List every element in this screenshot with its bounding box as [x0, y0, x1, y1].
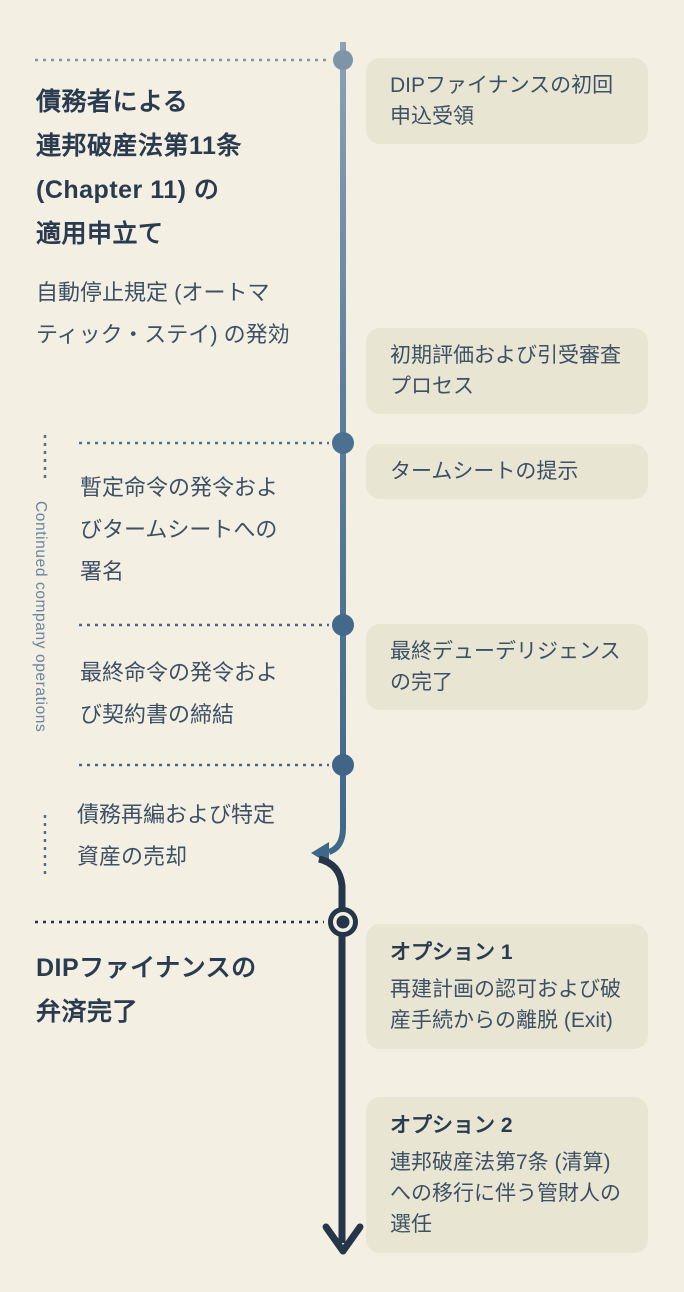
chapter11-filing-heading: 債務者による 連邦破産法第11条 (Chapter 11) の 適用申立て [36, 88, 242, 248]
card-underwriting-process: 初期評価および引受審査 プロセス [366, 328, 648, 414]
step-final-order: 最終命令の発令およ び契約書の締結 [80, 660, 279, 727]
down-arrow-icon [322, 1223, 364, 1255]
timeline-node-filing [333, 50, 353, 70]
option-2-body: 連邦破産法第7条 (清算) への移行に伴う管財人の 選任 [390, 1151, 621, 1236]
timeline-ring-node-center [336, 915, 350, 929]
step-interim-order: 暫定命令の発令およ びタームシートへの 署名 [80, 475, 279, 584]
timeline-node-final [332, 614, 354, 636]
card-option-2: オプション 2 連邦破産法第7条 (清算) への移行に伴う管財人の 選任 [366, 1097, 648, 1253]
card-due-diligence: 最終デューデリジェンス の完了 [366, 624, 648, 710]
timeline-node-interim [332, 432, 354, 454]
dip-repayment-heading: DIPファイナンスの 弁済完了 [36, 954, 257, 1026]
option-1-title: オプション 1 [390, 941, 513, 964]
timeline-line-dark [318, 855, 346, 1243]
card-initial-application: DIPファイナンスの初回 申込受領 [366, 58, 648, 144]
step-restructuring: 債務再編および特定 資産の売却 [77, 802, 276, 869]
card-term-sheet: タームシートの提示 [366, 444, 648, 499]
continued-operations-side-label: Continued company operations [32, 501, 49, 733]
timeline-node-restructure [332, 754, 354, 776]
card-option-1: オプション 1 再建計画の認可および破 産手続からの離脱 (Exit) [366, 924, 648, 1049]
automatic-stay-subtext: 自動停止規定 (オートマ ティック・ステイ) の発効 [36, 280, 290, 347]
timeline-line-blue [327, 42, 346, 855]
option-1-body: 再建計画の認可および破 産手続からの離脱 (Exit) [390, 978, 621, 1032]
option-2-title: オプション 2 [390, 1114, 513, 1137]
